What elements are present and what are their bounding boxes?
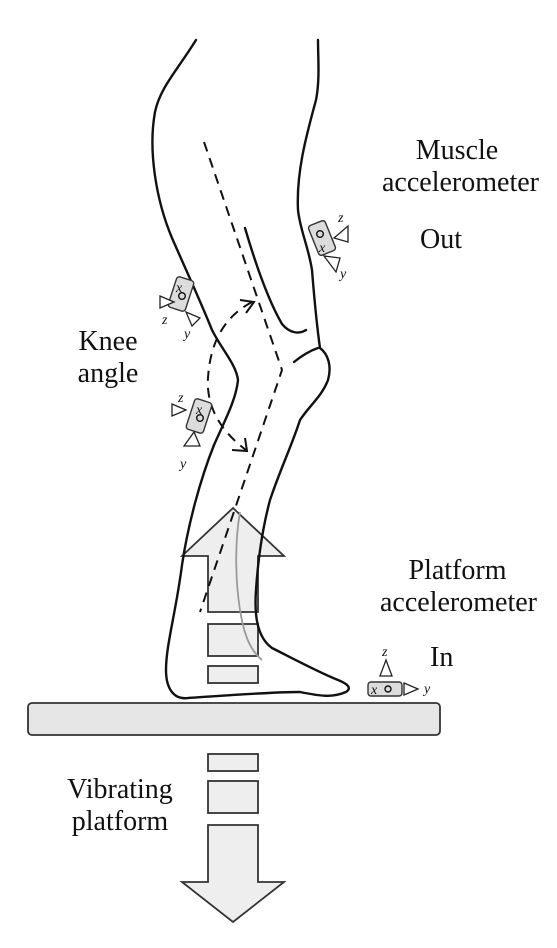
thigh-accelerometer-sensor: x z y — [159, 276, 202, 342]
platform-y-axis: y — [422, 682, 431, 697]
muscle-z-axis: z — [337, 211, 344, 226]
leg-outline — [151, 38, 350, 700]
knee-angle-line-2: angle — [77, 358, 139, 389]
muscle-accelerometer-label: Muscle accelerometer — [382, 135, 539, 199]
platform-accelerometer-line-1: Platform — [408, 555, 507, 586]
up-vibration-arrow — [179, 506, 287, 684]
muscle-accelerometer-line-1: Muscle — [415, 135, 499, 166]
vibrating-platform-bar — [27, 702, 441, 736]
shank-x-axis: x — [195, 403, 203, 418]
muscle-y-axis: y — [338, 267, 347, 282]
thigh-y-axis: y — [182, 327, 191, 342]
thigh-x-axis: x — [175, 281, 183, 296]
knee-angle-lines — [199, 141, 284, 613]
muscle-accelerometer-line-2: accelerometer — [382, 167, 539, 198]
down-vibration-arrow — [179, 753, 287, 924]
muscle-x-axis: x — [318, 241, 326, 256]
platform-accelerometer-sensor: x z y — [367, 645, 431, 698]
knee-angle-line-1: Knee — [78, 326, 138, 357]
knee-angle-label: Knee angle — [54, 326, 162, 390]
shank-accelerometer-sensor: x z y — [171, 391, 213, 472]
muscle-accelerometer-sensor: x z y — [307, 211, 349, 282]
in-label: In — [430, 642, 454, 673]
vibrating-platform-line-1: Vibrating — [67, 774, 173, 805]
platform-z-axis: z — [381, 645, 388, 660]
shank-y-axis: y — [178, 457, 187, 472]
shank-z-axis: z — [177, 391, 184, 406]
platform-x-axis: x — [370, 683, 378, 698]
platform-accelerometer-line-2: accelerometer — [380, 587, 537, 618]
vibrating-platform-label: Vibrating platform — [45, 774, 195, 838]
vibrating-platform-line-2: platform — [71, 806, 169, 837]
thigh-z-axis: z — [161, 313, 168, 328]
platform-accelerometer-label: Platform accelerometer — [380, 555, 537, 619]
out-label: Out — [420, 224, 462, 255]
